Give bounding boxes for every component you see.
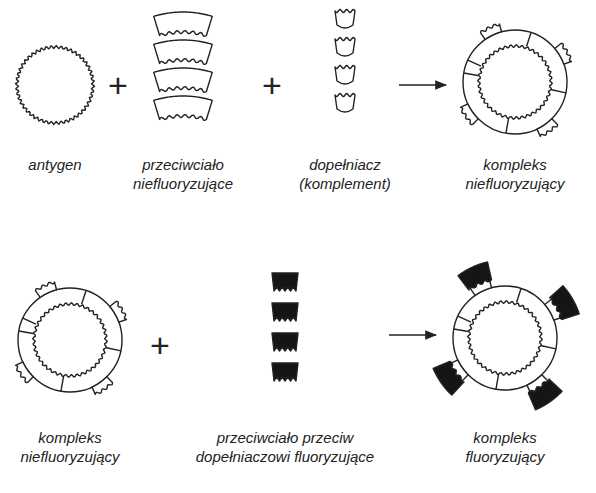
caption-text: kompleks fluoryzujący <box>440 428 570 466</box>
ring-divider <box>61 377 64 391</box>
ring-divider <box>464 73 478 76</box>
antigen-outline <box>478 45 553 120</box>
plus-sign: + <box>150 328 170 362</box>
figure-node: przeciwciało przeciw dopełniaczowi fluor… <box>185 265 385 466</box>
ring-divider <box>454 329 468 332</box>
ring-divider <box>506 119 509 133</box>
figure-node: przeciwciało niefluoryzujące <box>128 5 238 193</box>
reaction-arrow <box>389 334 436 336</box>
ring-divider <box>496 375 499 389</box>
antigen-outline <box>16 46 95 125</box>
ring-divider <box>23 318 36 324</box>
antibody-piece <box>154 40 212 64</box>
ring-divider <box>542 346 556 349</box>
caption-text: kompleks niefluoryzujący <box>5 428 135 466</box>
antigen-outline <box>33 303 108 378</box>
figure-node: dopełniacz (komplement) <box>295 5 395 193</box>
ring-divider <box>82 291 86 305</box>
ring-divider <box>458 316 471 322</box>
reaction-arrow <box>399 84 446 86</box>
complement-piece <box>335 65 355 84</box>
ring-divider <box>19 331 33 334</box>
ring-divider <box>527 33 531 47</box>
figure-node: kompleks niefluoryzujący <box>5 270 135 466</box>
complement-piece <box>555 43 572 64</box>
caption-text: przeciwciało przeciw dopełniaczowi fluor… <box>185 428 385 466</box>
complement-piece <box>92 377 112 395</box>
ring-divider <box>107 348 121 351</box>
ring-divider <box>517 289 521 303</box>
fluorescent-antibody <box>272 363 298 381</box>
fluorescent-antibody <box>272 273 298 291</box>
fluorescent-antibody <box>272 333 298 351</box>
antibody-piece <box>154 96 212 120</box>
plus-sign: + <box>262 68 282 102</box>
fluorescent-antibody <box>272 303 298 321</box>
complement-piece <box>335 93 355 112</box>
fluorescent-antibody <box>458 262 491 290</box>
complement-piece <box>335 9 355 28</box>
antibody-piece <box>154 68 212 92</box>
ring-divider <box>468 60 481 66</box>
ring-divider <box>552 90 566 93</box>
complement-piece <box>481 24 502 39</box>
caption-text: kompleks niefluoryzujący <box>450 155 580 193</box>
figure-node: kompleks niefluoryzujący <box>450 5 580 193</box>
caption-text: antygen <box>5 155 105 174</box>
antibody-piece <box>154 12 212 36</box>
complement-piece <box>537 119 557 137</box>
fluorescent-antibody <box>528 379 562 410</box>
complement-piece <box>36 282 57 297</box>
antigen-outline <box>468 301 543 376</box>
complement-piece <box>335 37 355 56</box>
caption-text: przeciwciało niefluoryzujące <box>128 155 238 193</box>
caption-text: dopełniacz (komplement) <box>295 155 395 193</box>
plus-sign: + <box>108 68 128 102</box>
complement-piece <box>16 362 34 382</box>
figure-node: antygen <box>5 40 105 174</box>
fluorescent-antibody <box>550 286 580 320</box>
figure-node: kompleks fluoryzujący <box>440 258 570 466</box>
complement-piece <box>110 301 127 322</box>
complement-piece <box>461 104 479 124</box>
fluorescent-antibody <box>433 361 464 395</box>
